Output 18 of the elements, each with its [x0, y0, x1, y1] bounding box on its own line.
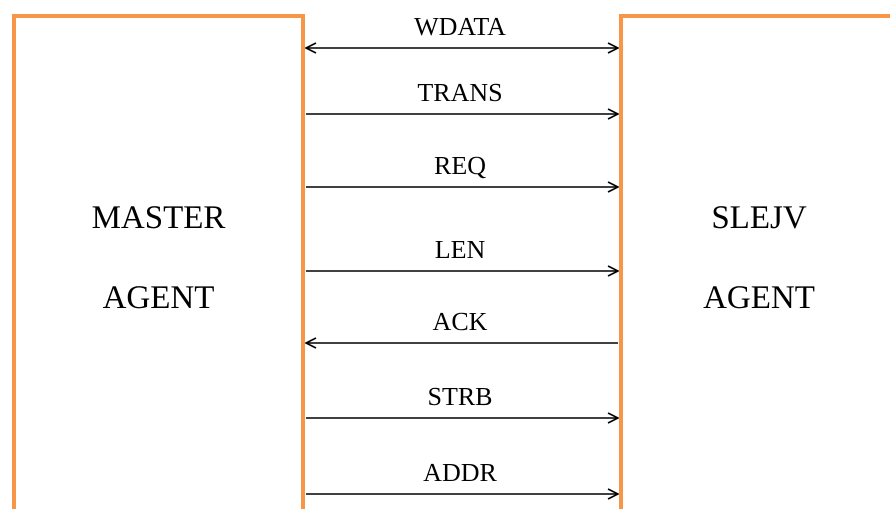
agent-box — [619, 14, 890, 509]
agent-label: SLEJV AGENT — [702, 199, 816, 318]
signal-arrow — [306, 412, 619, 424]
edge-label: REQ — [434, 151, 486, 181]
edge-label: STRB — [427, 382, 493, 412]
edge-label: WDATA — [414, 12, 506, 42]
signal-arrow — [306, 265, 619, 277]
signal-arrow — [306, 181, 619, 193]
edge-label: LEN — [434, 235, 486, 265]
signal-arrow — [305, 42, 619, 54]
signal-arrow — [306, 108, 619, 120]
edge-label: ACK — [432, 307, 488, 337]
agent-box — [12, 14, 305, 509]
signal-arrow — [306, 488, 619, 500]
edge-label: ADDR — [423, 458, 497, 488]
edge-label: TRANS — [417, 78, 503, 108]
signal-arrow — [305, 337, 618, 349]
agent-label: MASTER AGENT — [90, 199, 226, 318]
